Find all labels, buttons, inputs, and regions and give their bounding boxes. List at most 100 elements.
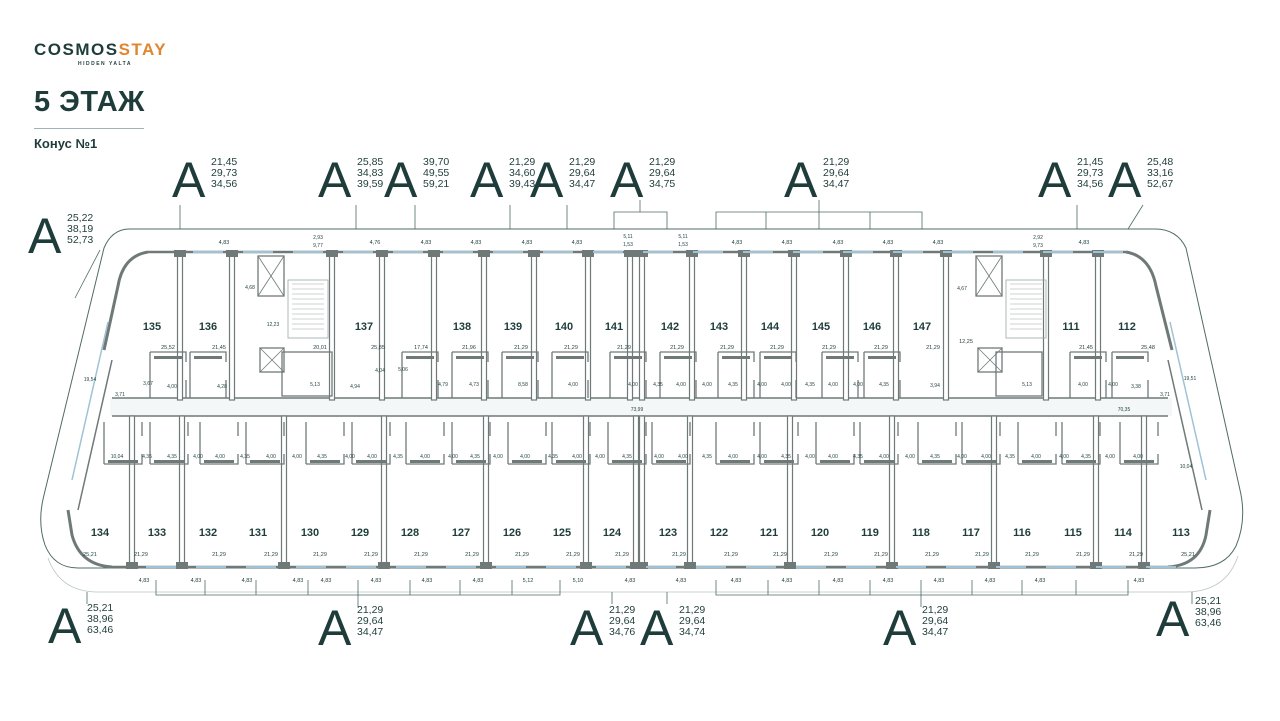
area-label-bottom: 21,29 bbox=[975, 552, 989, 558]
bathroom-wall-bottom bbox=[607, 422, 647, 465]
fixture-label: 4,00 bbox=[781, 382, 791, 388]
curved-wall-ne bbox=[1125, 250, 1174, 351]
partition-wall-top bbox=[942, 251, 950, 401]
balcony-label-top: 4,83 bbox=[219, 240, 230, 246]
partition-wall-bottom bbox=[1140, 415, 1148, 568]
balcony-label-bottom: 4,83 bbox=[473, 578, 484, 584]
balcony-label-top: 4,83 bbox=[833, 240, 844, 246]
bathroom-wall-bottom bbox=[149, 422, 189, 465]
view-marker-value: 25,21 bbox=[87, 602, 113, 614]
bathroom-area-label: 73,99 bbox=[631, 407, 644, 413]
balcony-label-bottom: 4,83 bbox=[1134, 578, 1145, 584]
curved-wall-nw bbox=[102, 250, 149, 351]
bathroom-area-label: 4,73 bbox=[469, 382, 479, 388]
view-marker-value: 29,64 bbox=[922, 615, 948, 627]
bathroom-fixture bbox=[506, 356, 534, 359]
pier-bottom bbox=[636, 562, 648, 569]
balcony-label-top: 4,83 bbox=[572, 240, 583, 246]
room-number-139: 139 bbox=[504, 321, 522, 333]
view-marker-value: 49,55 bbox=[423, 167, 449, 179]
fixture-label: 4,35 bbox=[622, 454, 632, 460]
marker-leader bbox=[74, 249, 101, 299]
partition-wall-bottom bbox=[786, 415, 794, 568]
bathroom-wall-top bbox=[149, 351, 187, 398]
view-marker-letter: A bbox=[530, 152, 564, 208]
bathroom-fixture bbox=[556, 460, 586, 463]
small-area-label: 5,11 bbox=[678, 234, 688, 240]
bathroom-fixture bbox=[194, 356, 222, 359]
fixture-label: 4,35 bbox=[879, 382, 889, 388]
room-number-142: 142 bbox=[661, 321, 679, 333]
bathroom-wall-top bbox=[659, 351, 697, 398]
room-number-127: 127 bbox=[452, 527, 470, 539]
bathroom-wall-bottom bbox=[759, 422, 799, 465]
view-marker-value: 63,46 bbox=[87, 624, 113, 636]
fixture-label: 4,00 bbox=[828, 454, 838, 460]
marker-bracket bbox=[715, 580, 1129, 607]
window-east bbox=[1169, 321, 1207, 481]
fixture-label: 4,00 bbox=[520, 454, 530, 460]
partition-wall-top bbox=[638, 251, 646, 401]
marker-bracket bbox=[613, 200, 668, 229]
balcony-label-bottom: 4,83 bbox=[139, 578, 150, 584]
view-marker-value: 29,73 bbox=[211, 167, 237, 179]
balcony-label-bottom: 4,83 bbox=[883, 578, 894, 584]
area-label-top: 21,45 bbox=[212, 345, 226, 351]
view-marker-value: 38,96 bbox=[87, 613, 113, 625]
view-marker-value: 34,47 bbox=[357, 626, 383, 638]
fixture-label: 4,00 bbox=[905, 454, 915, 460]
area-label-bottom: 21,29 bbox=[515, 552, 529, 558]
bathroom-area-label: 3,71 bbox=[115, 392, 125, 398]
view-marker-value: 39,70 bbox=[423, 156, 449, 168]
pier-top bbox=[226, 250, 238, 257]
bathroom-wall-top bbox=[863, 351, 901, 398]
pier-top bbox=[940, 250, 952, 257]
view-marker-letter: A bbox=[570, 600, 604, 656]
bathroom-wall-top bbox=[451, 351, 489, 398]
area-label-top: 12,25 bbox=[959, 339, 973, 345]
bathroom-fixture bbox=[966, 460, 996, 463]
pier-top bbox=[788, 250, 800, 257]
view-marker-value: 29,64 bbox=[357, 615, 383, 627]
area-label-bottom: 21,29 bbox=[773, 552, 787, 558]
balcony-label-bottom: 4,83 bbox=[422, 578, 433, 584]
bathroom-fixture bbox=[556, 356, 584, 359]
view-marker-letter: A bbox=[784, 152, 818, 208]
fixture-label: 4,00 bbox=[215, 454, 225, 460]
partition-wall-top bbox=[530, 251, 538, 401]
room-number-124: 124 bbox=[603, 527, 622, 539]
partition-wall-bottom bbox=[128, 415, 136, 568]
elevator-cross bbox=[257, 255, 285, 297]
small-area-label: 1,53 bbox=[623, 242, 633, 248]
view-marker-letter: A bbox=[610, 152, 644, 208]
partition-wall-bottom bbox=[178, 415, 186, 568]
view-marker-value: 21,29 bbox=[922, 604, 948, 616]
room-number-111: 111 bbox=[1062, 321, 1079, 333]
bathroom-area-label: 19,51 bbox=[1184, 376, 1197, 382]
balcony-label-top: 4,83 bbox=[732, 240, 743, 246]
partition-wall-bottom bbox=[280, 415, 288, 568]
bathroom-area-label: 4,28 bbox=[217, 384, 227, 390]
pier-bottom bbox=[1138, 562, 1150, 569]
balcony-label-bottom: 4,83 bbox=[321, 578, 332, 584]
bathroom-fixture bbox=[614, 356, 642, 359]
fixture-label: 4,00 bbox=[805, 454, 815, 460]
bathroom-wall-bottom bbox=[651, 422, 691, 465]
partition-wall-top bbox=[378, 251, 386, 401]
view-marker-value: 21,29 bbox=[569, 156, 595, 168]
bathroom-wall-top bbox=[609, 351, 647, 398]
bathroom-fixture bbox=[664, 356, 692, 359]
room-number-116: 116 bbox=[1013, 527, 1031, 539]
balcony-label-top: 4,76 bbox=[370, 240, 381, 246]
fixture-label: 4,00 bbox=[957, 454, 967, 460]
fixture-label: 4,00 bbox=[493, 454, 503, 460]
wall-west bbox=[77, 359, 113, 511]
fixture-label: 4,00 bbox=[1108, 382, 1118, 388]
room-number-130: 130 bbox=[301, 527, 319, 539]
area-label-bottom: 21,29 bbox=[264, 552, 278, 558]
